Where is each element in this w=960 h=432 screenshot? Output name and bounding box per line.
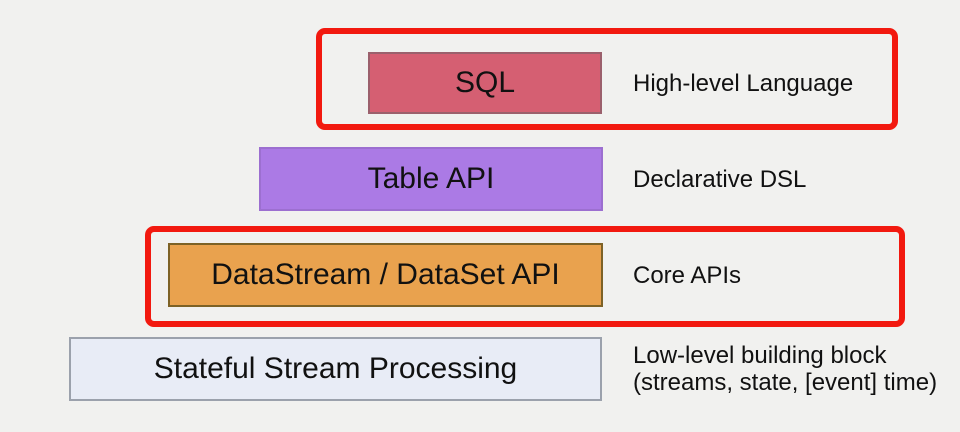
side-label-stateful: Low-level building block (streams, state… <box>633 342 937 396</box>
side-label-core-apis-text: Core APIs <box>633 262 742 289</box>
highlight-outline-sql <box>316 28 898 130</box>
highlight-outline-datastream <box>145 226 905 327</box>
side-label-stateful-line2: (streams, state, [event] time) <box>633 369 938 396</box>
side-label-table-api-text: Declarative DSL <box>633 166 807 193</box>
layer-box-sql: SQL <box>368 52 602 114</box>
layer-box-datastream-dataset-api: DataStream / DataSet API <box>168 243 603 307</box>
layer-box-table-api: Table API <box>259 147 603 211</box>
side-label-stateful-line1: Low-level building block <box>633 342 887 369</box>
side-label-table-api: Declarative DSL <box>633 166 806 193</box>
side-label-sql: High-level Language <box>633 70 853 97</box>
layer-box-stateful-stream-processing: Stateful Stream Processing <box>69 337 602 401</box>
side-label-core-apis: Core APIs <box>633 262 741 289</box>
side-label-sql-text: High-level Language <box>633 70 854 97</box>
